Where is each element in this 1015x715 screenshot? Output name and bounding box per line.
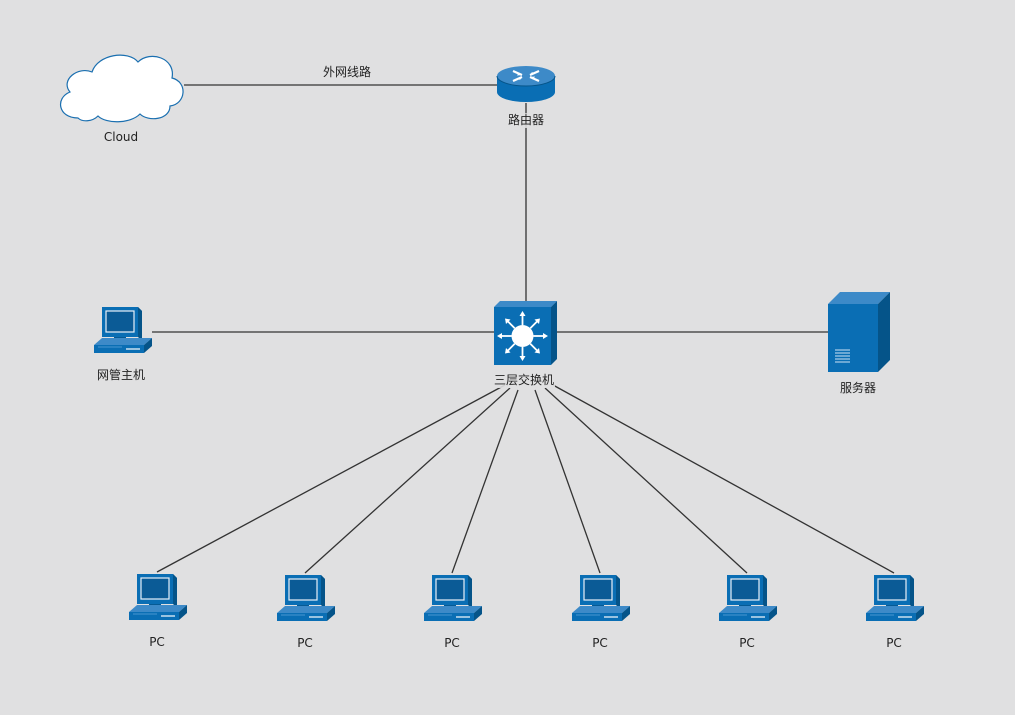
pc-label: PC <box>296 636 314 651</box>
cloud-icon[interactable] <box>60 54 184 123</box>
server-icon[interactable] <box>828 292 890 372</box>
connection-line <box>304 387 511 574</box>
pc-label: PC <box>885 636 903 651</box>
router-icon[interactable] <box>496 66 556 102</box>
workstation-icon[interactable] <box>93 306 153 354</box>
workstation-icon[interactable] <box>718 574 778 622</box>
router-label: 路由器 <box>506 113 546 128</box>
layer3-switch-icon[interactable] <box>494 301 557 365</box>
connection-line <box>156 384 506 573</box>
connection-line <box>451 389 519 574</box>
switch-label: 三层交换机 <box>492 373 556 388</box>
cloud-label: Cloud <box>102 130 140 145</box>
workstation-icon[interactable] <box>276 574 336 622</box>
connection-line <box>534 389 601 574</box>
pc-row <box>128 573 925 622</box>
connection-line <box>544 387 748 574</box>
pc-label: PC <box>591 636 609 651</box>
workstation-icon[interactable] <box>423 574 483 622</box>
workstation-icon[interactable] <box>128 573 188 621</box>
pc-label: PC <box>443 636 461 651</box>
edges-layer <box>152 84 895 574</box>
admin-label: 网管主机 <box>95 368 147 383</box>
edge-label-wan: 外网线路 <box>322 65 372 79</box>
pc-label: PC <box>148 635 166 650</box>
server-label: 服务器 <box>838 381 878 396</box>
pc-label: PC <box>738 636 756 651</box>
workstation-icon[interactable] <box>571 574 631 622</box>
workstation-icon[interactable] <box>865 574 925 622</box>
connection-line <box>552 384 895 574</box>
